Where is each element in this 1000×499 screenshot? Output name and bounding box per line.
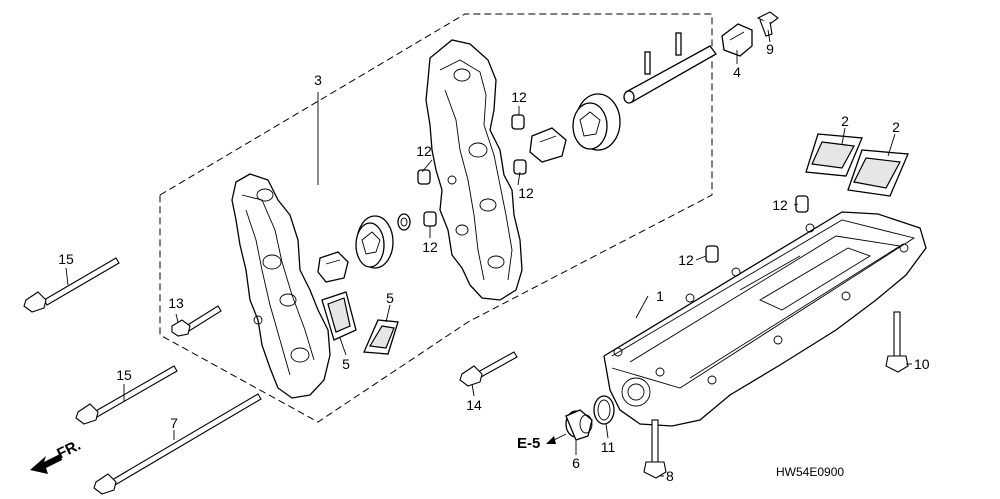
inner-rotor-right: [572, 93, 621, 151]
pump-shaft: [623, 45, 717, 104]
bolt-8: [643, 419, 667, 479]
dowel-pin: [795, 195, 809, 213]
inner-rotor-left: [355, 215, 394, 269]
callout-12a: 12: [511, 89, 527, 105]
callout-15b: 15: [116, 367, 132, 383]
callout-3: 3: [314, 72, 322, 88]
bolt-14: [459, 351, 518, 387]
callout-11: 11: [601, 439, 616, 455]
callout-10: 10: [914, 356, 930, 372]
callout-12e: 12: [772, 197, 788, 213]
oil-pan-case: [603, 211, 927, 427]
bolt-7: [93, 393, 262, 495]
callout-6: 6: [572, 455, 580, 471]
bolt-15-upper: [23, 257, 120, 313]
callout-8: 8: [666, 468, 674, 484]
dowel-pin: [513, 159, 527, 175]
callout-2b: 2: [892, 119, 900, 135]
diagram-code: HW54E0900: [776, 465, 844, 479]
callout-14: 14: [466, 397, 482, 413]
callout-4: 4: [733, 64, 741, 80]
callout-12c: 12: [518, 185, 534, 201]
coupling-left: [317, 251, 349, 283]
front-arrow-icon: [30, 454, 62, 474]
screen-gasket-a: [805, 133, 863, 177]
leader-lines: [65, 29, 912, 477]
callout-5a: 5: [342, 356, 350, 372]
callout-1: 1: [656, 288, 664, 304]
reference-e5: E-5: [517, 433, 567, 452]
oil-seal-small: [397, 213, 411, 231]
collar: [565, 409, 593, 441]
callout-12d: 12: [422, 239, 438, 255]
callout-9: 9: [766, 41, 774, 57]
strainer-screen-b: [363, 319, 399, 355]
dowel-pin: [423, 211, 437, 227]
assembly-boundary: [159, 13, 713, 423]
dowel-pins-shaft: [644, 32, 682, 75]
callout-12f: 12: [678, 252, 694, 268]
callout-13: 13: [168, 295, 184, 311]
dowel-pins: [417, 114, 809, 263]
pump-body-rear: [425, 39, 523, 301]
screen-gasket-b: [847, 149, 909, 197]
callout-5b: 5: [386, 290, 394, 306]
dowel-pin: [705, 245, 719, 263]
pump-body-front: [231, 173, 331, 399]
callout-7: 7: [170, 415, 178, 431]
o-ring: [593, 395, 615, 425]
callout-12b: 12: [416, 143, 432, 159]
front-direction-indicator: FR.: [30, 437, 83, 474]
strainer-screen-a: [321, 291, 357, 341]
bolt-10: [885, 311, 909, 373]
shaft-joint: [721, 23, 753, 57]
dowel-pin: [417, 169, 431, 185]
callout-labels: 1 2 2 3 4 5 5 6 7 8 9 10 11 12 12 12 12 …: [58, 41, 930, 484]
reference-label: E-5: [517, 435, 540, 452]
callout-2a: 2: [841, 113, 849, 129]
coupling-right: [529, 127, 567, 163]
callout-15a: 15: [58, 251, 74, 267]
bolt-13: [171, 305, 222, 337]
dowel-pin: [511, 114, 525, 130]
bolt-15-lower: [75, 365, 178, 425]
